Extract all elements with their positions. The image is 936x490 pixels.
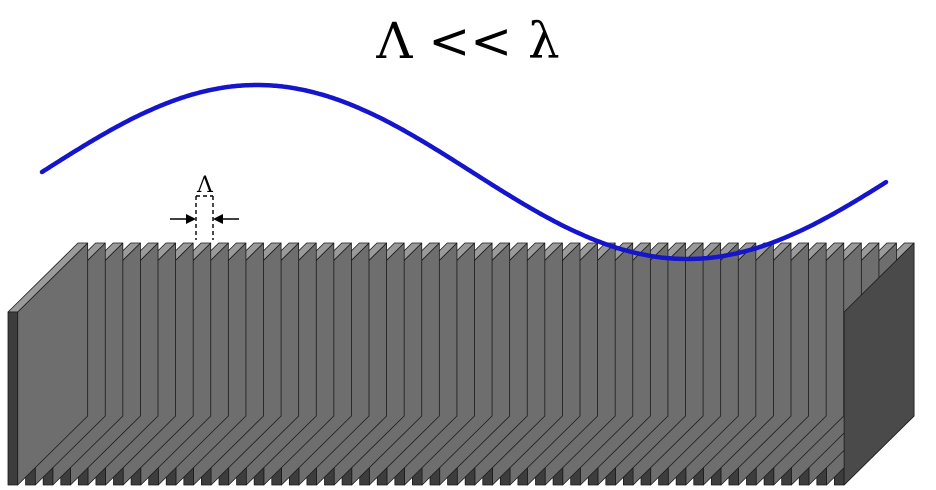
fin-front-face — [7, 311, 19, 486]
title: Λ << λ — [375, 12, 559, 70]
inward-arrows-icon — [170, 214, 239, 224]
subwavelength-grating — [7, 242, 915, 486]
block-right-face — [843, 242, 915, 486]
wave-curve — [39, 82, 889, 262]
period-marker: Λ — [170, 173, 239, 240]
period-label: Λ — [196, 173, 214, 198]
